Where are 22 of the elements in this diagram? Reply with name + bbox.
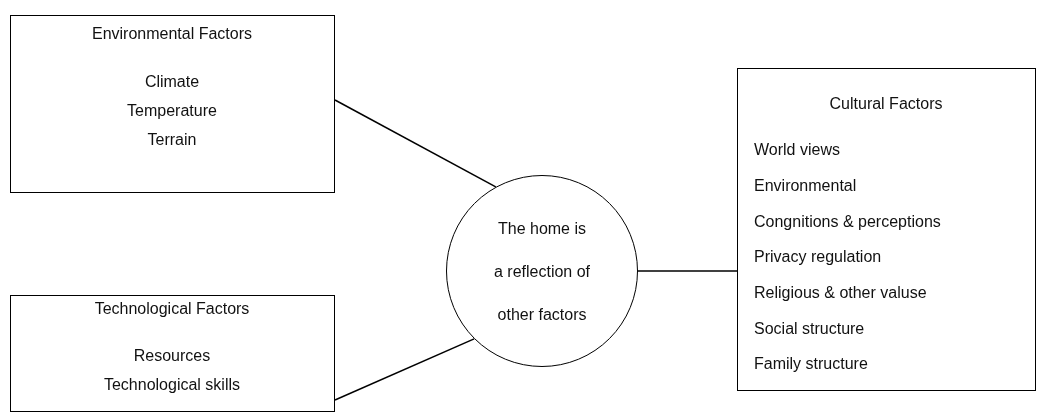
factor-item: Temperature bbox=[126, 102, 218, 120]
factor-item: Terrain bbox=[146, 131, 198, 149]
factor-item: Religious & other valuse bbox=[754, 284, 927, 302]
box-heading: Environmental Factors bbox=[90, 25, 254, 43]
node-text: The home is a reflection of other factors bbox=[492, 218, 592, 325]
box-heading: Technological Factors bbox=[93, 300, 251, 318]
factor-item: Family structure bbox=[754, 355, 868, 373]
factor-item: Environmental bbox=[754, 177, 857, 195]
factor-item: Resources bbox=[132, 347, 212, 365]
connector-line bbox=[334, 338, 475, 401]
factor-box bbox=[10, 295, 335, 412]
factor-item: Climate bbox=[143, 73, 201, 91]
connector-line bbox=[334, 99, 497, 188]
factor-item: Privacy regulation bbox=[754, 248, 882, 266]
factor-box bbox=[10, 15, 335, 193]
box-heading: Cultural Factors bbox=[828, 95, 944, 113]
factor-box bbox=[737, 68, 1036, 391]
factor-item: Technological skills bbox=[102, 376, 242, 394]
factor-item: Congnitions & perceptions bbox=[754, 213, 941, 231]
factor-item: Social structure bbox=[754, 320, 865, 338]
connector-line bbox=[637, 270, 738, 272]
factor-item: World views bbox=[754, 141, 840, 159]
